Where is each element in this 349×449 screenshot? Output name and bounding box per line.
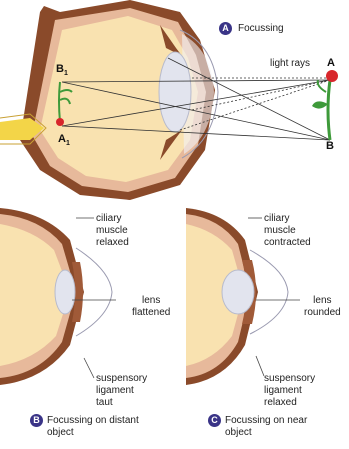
lens-flattened [55,270,75,314]
light-rays-label: light rays [270,58,310,70]
lens-rounded [222,270,254,314]
badge-c: C [208,414,221,427]
point-a-label: A [327,57,335,69]
badge-a: A [219,22,232,35]
point-b1-label: B1 [56,63,68,77]
lens-a [159,52,191,132]
badge-b: B [30,414,43,427]
panel-a-title: Focussing [238,23,284,35]
point-b-label: B [326,140,334,152]
point-a1-label: A1 [58,133,70,147]
